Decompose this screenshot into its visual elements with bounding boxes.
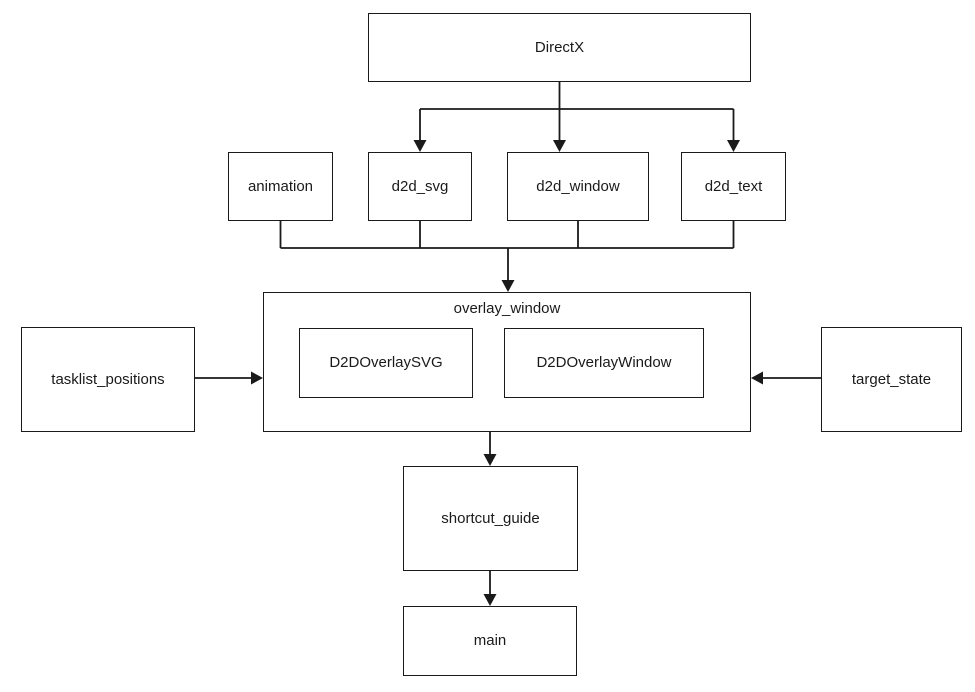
- edge-directx-fanout: [413, 82, 740, 152]
- edge-overlay-window-shortcut-guide: [483, 432, 497, 466]
- arrowhead-right: [251, 371, 263, 385]
- edge-target-state-overlay-window: [751, 371, 821, 385]
- arrowhead-to-d2d-svg: [413, 140, 427, 152]
- node-tasklist-positions: tasklist_positions: [21, 327, 195, 432]
- node-d2d-overlay-svg-label: D2DOverlaySVG: [329, 354, 443, 371]
- node-d2d-svg-label: d2d_svg: [391, 177, 449, 195]
- arrowhead-to-d2d-text: [727, 140, 740, 152]
- node-d2d-overlay-window-label: D2DOverlayWindow: [536, 354, 672, 371]
- node-d2d-text: d2d_text: [681, 152, 786, 221]
- arrowhead-to-shortcut-guide: [483, 454, 497, 466]
- node-d2d-window-label: d2d_window: [536, 177, 620, 195]
- node-main-label: main: [473, 632, 507, 649]
- arrowhead-to-main: [483, 594, 497, 606]
- arrowhead-left: [751, 371, 763, 385]
- edge-bus-to-overlay-window: [279, 221, 735, 292]
- node-tasklist-positions-label: tasklist_positions: [51, 370, 165, 388]
- node-target-state: target_state: [821, 327, 962, 432]
- node-animation: animation: [228, 152, 333, 221]
- node-d2d-overlay-svg: D2DOverlaySVG: [299, 328, 473, 398]
- arrowhead-to-overlay-window: [501, 280, 515, 292]
- edge-tasklist-positions-overlay-window: [195, 371, 263, 385]
- node-shortcut-guide: shortcut_guide: [403, 466, 578, 571]
- node-overlay-window: overlay_window D2DOverlaySVG D2DOverlayW…: [263, 292, 751, 432]
- node-d2d-text-label: d2d_text: [704, 177, 763, 195]
- node-directx: DirectX: [368, 13, 751, 82]
- node-directx-label: DirectX: [534, 38, 585, 56]
- node-animation-label: animation: [247, 177, 314, 195]
- node-main: main: [403, 606, 577, 676]
- node-target-state-label: target_state: [851, 370, 932, 388]
- node-d2d-overlay-window: D2DOverlayWindow: [504, 328, 704, 398]
- node-d2d-svg: d2d_svg: [368, 152, 472, 221]
- node-d2d-window: d2d_window: [507, 152, 649, 221]
- node-overlay-window-label: overlay_window: [453, 300, 561, 317]
- arrowhead-to-d2d-window: [553, 140, 566, 152]
- edge-shortcut-guide-main: [483, 571, 497, 606]
- node-shortcut-guide-label: shortcut_guide: [441, 509, 540, 527]
